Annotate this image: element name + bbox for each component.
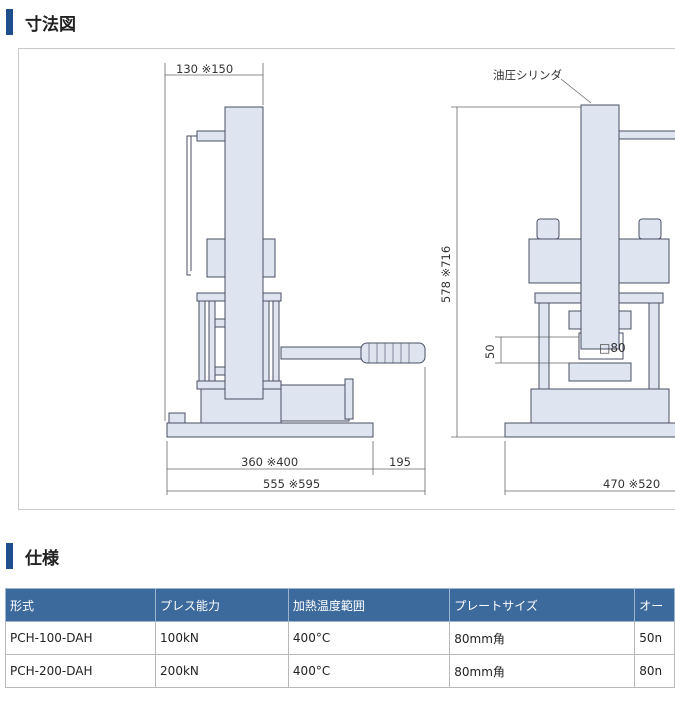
cell-temperature-range: 400°C <box>287 621 451 655</box>
header-temperature-range: 加熱温度範囲 <box>287 588 451 622</box>
dimension-drawing: 130 ※150 360 ※400 195 555 ※595 油圧シリンダ □8… <box>164 62 675 495</box>
dim-50-label: 50 <box>483 344 497 359</box>
side-cylinder-column <box>224 106 264 400</box>
side-base-plate <box>166 422 374 438</box>
table-row: PCH-100-DAH 100kN 400°C 80mm角 50n <box>4 621 675 655</box>
dim-top-width-label: 130 ※150 <box>176 62 233 76</box>
side-rod-1 <box>198 300 206 382</box>
cell-temperature-range: 400°C <box>287 654 451 688</box>
side-view <box>166 106 426 438</box>
side-handle-shaft <box>280 346 362 360</box>
section-accent-bar <box>6 9 13 35</box>
side-rod-2 <box>208 300 216 382</box>
front-lower-body <box>530 388 670 424</box>
front-hose <box>618 130 675 140</box>
spec-section-header: 仕様 <box>0 543 59 569</box>
cell-press-capacity: 100kN <box>155 621 289 655</box>
cell-truncated: 80n <box>634 654 675 688</box>
cell-plate-size: 80mm角 <box>449 654 636 688</box>
front-nut-right <box>638 218 662 240</box>
side-rod-4 <box>272 300 280 382</box>
front-view <box>504 78 675 438</box>
header-press-capacity: プレス能力 <box>155 588 289 622</box>
cell-press-capacity: 200kN <box>155 654 289 688</box>
section-accent-bar <box>6 543 13 569</box>
dimension-drawing-frame: 130 ※150 360 ※400 195 555 ※595 油圧シリンダ □8… <box>18 48 675 510</box>
header-model: 形式 <box>4 588 157 622</box>
header-plate-size: プレートサイズ <box>449 588 636 622</box>
side-view-dimensions <box>164 63 426 495</box>
side-hose <box>186 135 197 276</box>
front-base-plate <box>504 422 675 438</box>
dim-side-label: 470 ※520 <box>603 477 660 491</box>
side-handle-knurl <box>368 343 410 363</box>
side-rod-3 <box>262 300 270 382</box>
spec-section-title: 仕様 <box>25 548 59 569</box>
cell-model: PCH-200-DAH <box>4 654 157 688</box>
side-base-foot <box>168 412 186 424</box>
side-hose-fitting <box>196 130 226 142</box>
front-cylinder-column <box>580 104 620 350</box>
front-column-left <box>538 302 550 390</box>
dim-height-label: 578 ※716 <box>439 246 453 303</box>
spec-table-header-row: 形式 プレス能力 加熱温度範囲 プレートサイズ オー <box>4 588 675 622</box>
dim-total-label: 555 ※595 <box>263 477 320 491</box>
cell-plate-size: 80mm角 <box>449 621 636 655</box>
dim-plate-label: □80 <box>599 341 626 355</box>
dimensions-section-header: 寸法図 <box>0 9 76 35</box>
side-pump-end <box>344 378 354 420</box>
side-pump-box <box>280 384 350 422</box>
front-view-dimensions <box>451 106 675 495</box>
front-nut-left <box>536 218 560 240</box>
spec-table: 形式 プレス能力 加熱温度範囲 プレートサイズ オー PCH-100-DAH 1… <box>4 588 675 688</box>
dimensions-section-title: 寸法図 <box>25 14 76 35</box>
header-truncated: オー <box>634 588 675 622</box>
table-row: PCH-200-DAH 200kN 400°C 80mm角 80n <box>4 654 675 688</box>
cell-model: PCH-100-DAH <box>4 621 157 655</box>
cell-truncated: 50n <box>634 621 675 655</box>
hydraulic-cylinder-label: 油圧シリンダ <box>493 68 562 82</box>
cylinder-leader-line <box>560 78 592 104</box>
front-lower-heater <box>568 362 632 382</box>
dim-base-label: 360 ※400 <box>241 455 298 469</box>
dim-handle-label: 195 <box>389 455 411 469</box>
front-column-right <box>648 302 660 390</box>
